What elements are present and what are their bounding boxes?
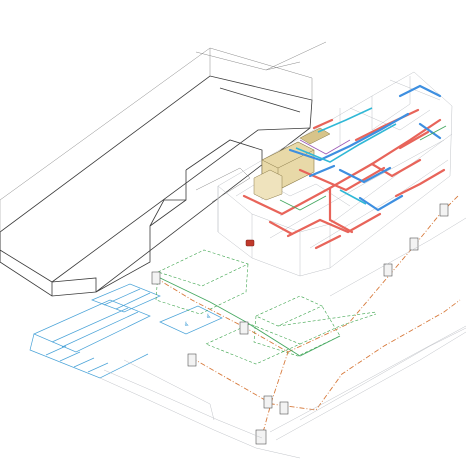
parking-lot: ♿ ♿: [29, 283, 223, 379]
valve-marker: [245, 239, 255, 247]
hydronic-piping: [279, 107, 447, 211]
manhole: [151, 271, 161, 285]
manholes: [151, 203, 449, 445]
manhole: [439, 203, 449, 217]
adjacent-structure-outline: [195, 41, 327, 203]
svg-text:♿: ♿: [184, 321, 189, 328]
manhole: [239, 321, 249, 335]
manhole: [383, 263, 393, 277]
rooftop-equipment: [253, 127, 331, 201]
svg-text:♿: ♿: [206, 313, 211, 320]
manhole: [279, 401, 289, 415]
manhole: [255, 429, 267, 445]
return-ductwork: [288, 84, 442, 212]
existing-building-mass: [0, 47, 313, 297]
site-utility-line: [155, 195, 461, 437]
site-curbs: [99, 217, 466, 459]
site-landscape-boundaries: [155, 249, 377, 365]
manhole: [263, 395, 273, 409]
manhole: [187, 353, 197, 367]
manhole: [409, 237, 419, 251]
